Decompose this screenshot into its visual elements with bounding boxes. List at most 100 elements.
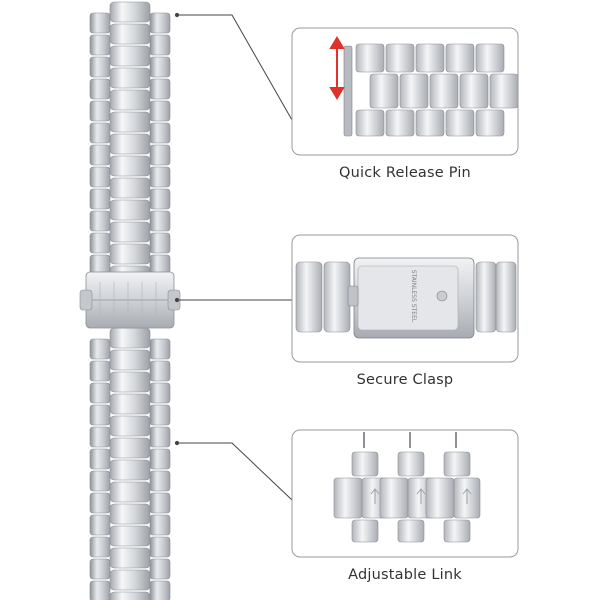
link-arrow-icon: [370, 488, 380, 504]
band-side-link: [149, 12, 171, 34]
clasp-detail-link: [295, 261, 323, 333]
clasp-detail-link: [323, 261, 351, 333]
band-center-link: [109, 221, 151, 243]
band-side-link: [89, 210, 111, 232]
band-side-link: [89, 360, 111, 382]
link-top-piece: [351, 451, 379, 477]
caption-quick-release-pin: Quick Release Pin: [339, 165, 471, 181]
band-center-link: [109, 547, 151, 569]
callout-adjustable-link: [291, 429, 519, 558]
pin-end-piece: [343, 45, 353, 137]
link-arrow-icon: [416, 488, 426, 504]
clasp-detail-link: [495, 261, 517, 333]
band-side-link: [89, 144, 111, 166]
link-side-piece: [425, 477, 455, 519]
band-center-link: [109, 45, 151, 67]
band-side-link: [89, 78, 111, 100]
band-side-link: [89, 338, 111, 360]
link-arrow-icon: [462, 488, 472, 504]
band-side-link: [89, 470, 111, 492]
clasp-engraving: STAINLESS STEEL: [410, 270, 417, 323]
band-center-link: [109, 349, 151, 371]
pin-link-center: [459, 73, 489, 109]
band-side-link: [149, 448, 171, 470]
pin-link-center: [399, 73, 429, 109]
band-center-link: [109, 569, 151, 591]
band-side-link: [149, 210, 171, 232]
band-side-link: [149, 100, 171, 122]
pin-link-top: [475, 43, 505, 73]
band-side-link: [149, 536, 171, 558]
band-side-link: [149, 470, 171, 492]
pin-link-center: [429, 73, 459, 109]
band-side-link: [89, 580, 111, 600]
leader-lines: [174, 12, 293, 501]
band-side-link: [149, 166, 171, 188]
band-side-link: [149, 382, 171, 404]
band-side-link: [149, 404, 171, 426]
callout-secure-clasp: STAINLESS STEEL: [291, 234, 519, 363]
band-center-link: [109, 371, 151, 393]
band-side-link: [149, 426, 171, 448]
caption-adjustable-link: Adjustable Link: [348, 567, 462, 583]
pin-link-bottom: [475, 109, 505, 137]
band-side-link: [89, 382, 111, 404]
link-top-piece: [397, 451, 425, 477]
band-side-link: [149, 580, 171, 600]
band-side-link: [89, 426, 111, 448]
band-side-link: [149, 338, 171, 360]
band-side-link: [89, 448, 111, 470]
band-side-link: [89, 122, 111, 144]
band-center-link: [109, 177, 151, 199]
link-side-piece: [379, 477, 409, 519]
pin-link-bottom: [355, 109, 385, 137]
band-side-link: [89, 404, 111, 426]
band-center-link: [109, 155, 151, 177]
band-side-link: [149, 188, 171, 210]
band-center-link: [109, 327, 151, 349]
band-center-link: [109, 1, 151, 23]
band-center-link: [109, 415, 151, 437]
band-side-link: [149, 34, 171, 56]
band-side-link: [89, 514, 111, 536]
caption-secure-clasp: Secure Clasp: [356, 372, 454, 388]
pin-link-top: [355, 43, 385, 73]
link-detail: [333, 432, 481, 543]
band-center-link: [109, 89, 151, 111]
pin-arrow-icon: [329, 36, 345, 100]
pin-link-top: [385, 43, 415, 73]
pin-link-bottom: [415, 109, 445, 137]
pin-link-center: [369, 73, 399, 109]
watch-band-icon: [79, 1, 181, 600]
band-side-link: [89, 536, 111, 558]
clasp-button-left: [79, 289, 93, 311]
band-center-link: [109, 243, 151, 265]
link-bottom-piece: [397, 519, 425, 543]
band-side-link: [149, 122, 171, 144]
band-center-link: [109, 503, 151, 525]
band-side-link: [149, 144, 171, 166]
pin-link-bottom: [385, 109, 415, 137]
pin-detail: [343, 43, 519, 137]
band-center-link: [109, 67, 151, 89]
link-bottom-piece: [443, 519, 471, 543]
band-side-link: [149, 232, 171, 254]
band-side-link: [89, 166, 111, 188]
band-side-link: [149, 558, 171, 580]
band-side-link: [89, 56, 111, 78]
band-side-link: [89, 12, 111, 34]
band-side-link: [89, 492, 111, 514]
band-side-link: [149, 514, 171, 536]
band-center-link: [109, 481, 151, 503]
band-side-link: [149, 360, 171, 382]
band-center-link: [109, 23, 151, 45]
link-top-piece: [443, 451, 471, 477]
band-side-link: [89, 558, 111, 580]
link-bottom-piece: [351, 519, 379, 543]
link-side-piece: [333, 477, 363, 519]
clasp-detail-button: [347, 285, 359, 307]
pin-link-top: [415, 43, 445, 73]
pin-link-center: [489, 73, 519, 109]
band-side-link: [149, 492, 171, 514]
band-side-link: [149, 56, 171, 78]
